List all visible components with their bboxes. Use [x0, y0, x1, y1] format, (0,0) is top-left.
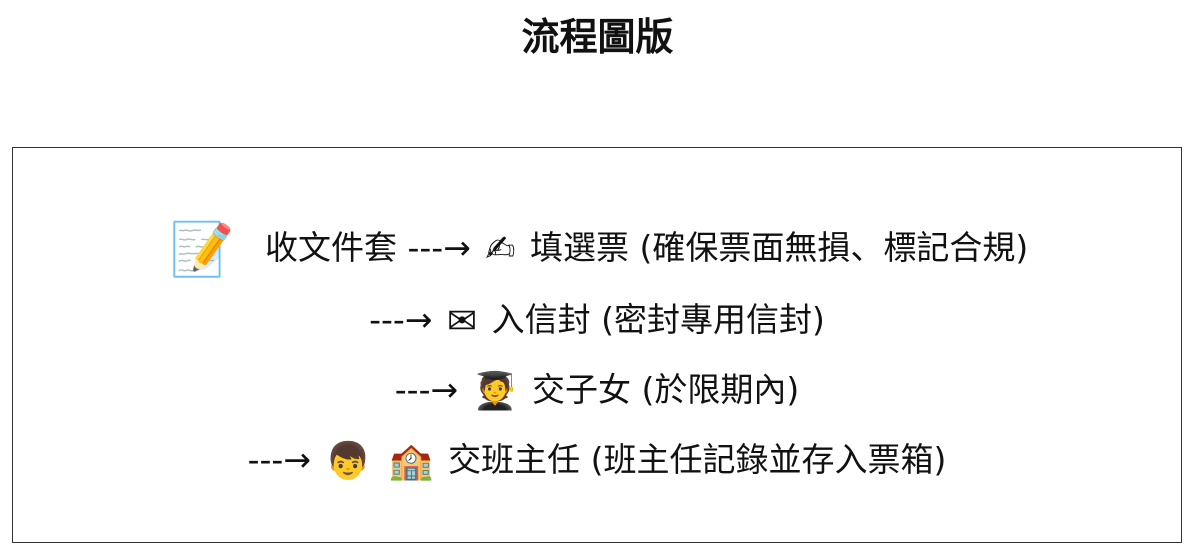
arrow: ---→ [369, 300, 433, 339]
arrow: ---→ [394, 370, 459, 409]
flowchart-box: 📝 收文件套 ---→ ✍ 填選票 (確保票面無損、標記合規) ---→ ✉ 入… [12, 147, 1182, 543]
step-label: 交班主任 (班主任記錄並存入票箱) [448, 440, 947, 479]
step-label: 收文件套 [264, 228, 397, 267]
arrow: ---→ [407, 228, 471, 267]
flow-line-2: ---→ ✉ 入信封 (密封專用信封) [13, 298, 1181, 344]
flow-line-3: ---→ 🧑‍🎓 交子女 (於限期內) [13, 368, 1181, 414]
school-icon: 🏫 [388, 440, 434, 482]
step-label: 填選票 (確保票面無損、標記合規) [530, 228, 1029, 267]
writing-hand-icon: ✍ [485, 228, 516, 270]
boy-icon: 👦 [325, 440, 371, 482]
memo-icon: 📝 [169, 219, 235, 280]
flow-line-1: 📝 收文件套 ---→ ✍ 填選票 (確保票面無損、標記合規) [13, 219, 1181, 280]
envelope-icon: ✉ [446, 300, 478, 342]
student-icon: 🧑‍🎓 [472, 370, 518, 412]
step-label: 交子女 (於限期內) [531, 370, 800, 409]
flow-line-4: ---→ 👦 🏫 交班主任 (班主任記錄並存入票箱) [13, 438, 1181, 484]
page-title: 流程圖版 [521, 15, 674, 59]
step-label: 入信封 (密封專用信封) [491, 300, 825, 339]
arrow: ---→ [247, 440, 311, 479]
